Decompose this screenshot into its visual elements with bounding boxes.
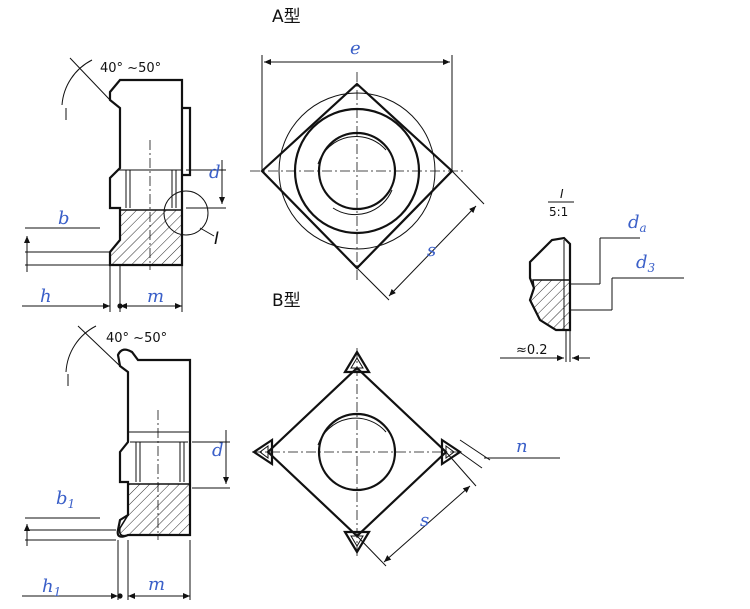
detail-scale: 5:1 <box>549 205 568 219</box>
dim-h: h <box>40 286 52 307</box>
detail-i-view <box>500 236 684 362</box>
dim-m-b: m <box>148 574 165 595</box>
type-b-side-view <box>22 325 230 600</box>
type-a-title: A型 <box>272 7 301 27</box>
dim-n: n <box>516 436 528 457</box>
dim-d-b: d <box>212 440 224 461</box>
detail-title: I <box>560 187 564 201</box>
dim-e: e <box>350 38 361 59</box>
type-a-top-view <box>250 55 485 301</box>
detail-marker: I <box>214 229 219 249</box>
type-b-title: B型 <box>272 291 301 311</box>
dim-h1: h1 <box>42 576 61 599</box>
dim-da: da <box>628 212 647 235</box>
type-b-top-view <box>252 348 560 567</box>
angle-label-a: 40° ~50° <box>100 61 161 76</box>
dim-d-a: d <box>209 162 221 183</box>
dim-b1: b1 <box>56 488 75 511</box>
dim-s-b: s <box>420 510 429 531</box>
angle-label-b: 40° ~50° <box>106 331 167 346</box>
dim-s-a: s <box>427 240 436 261</box>
dim-m-a: m <box>147 286 164 307</box>
type-a-side-view <box>22 57 226 312</box>
dim-d3: d3 <box>636 252 656 275</box>
dim-b: b <box>58 208 70 229</box>
dim-gap: ≈0.2 <box>516 343 548 358</box>
